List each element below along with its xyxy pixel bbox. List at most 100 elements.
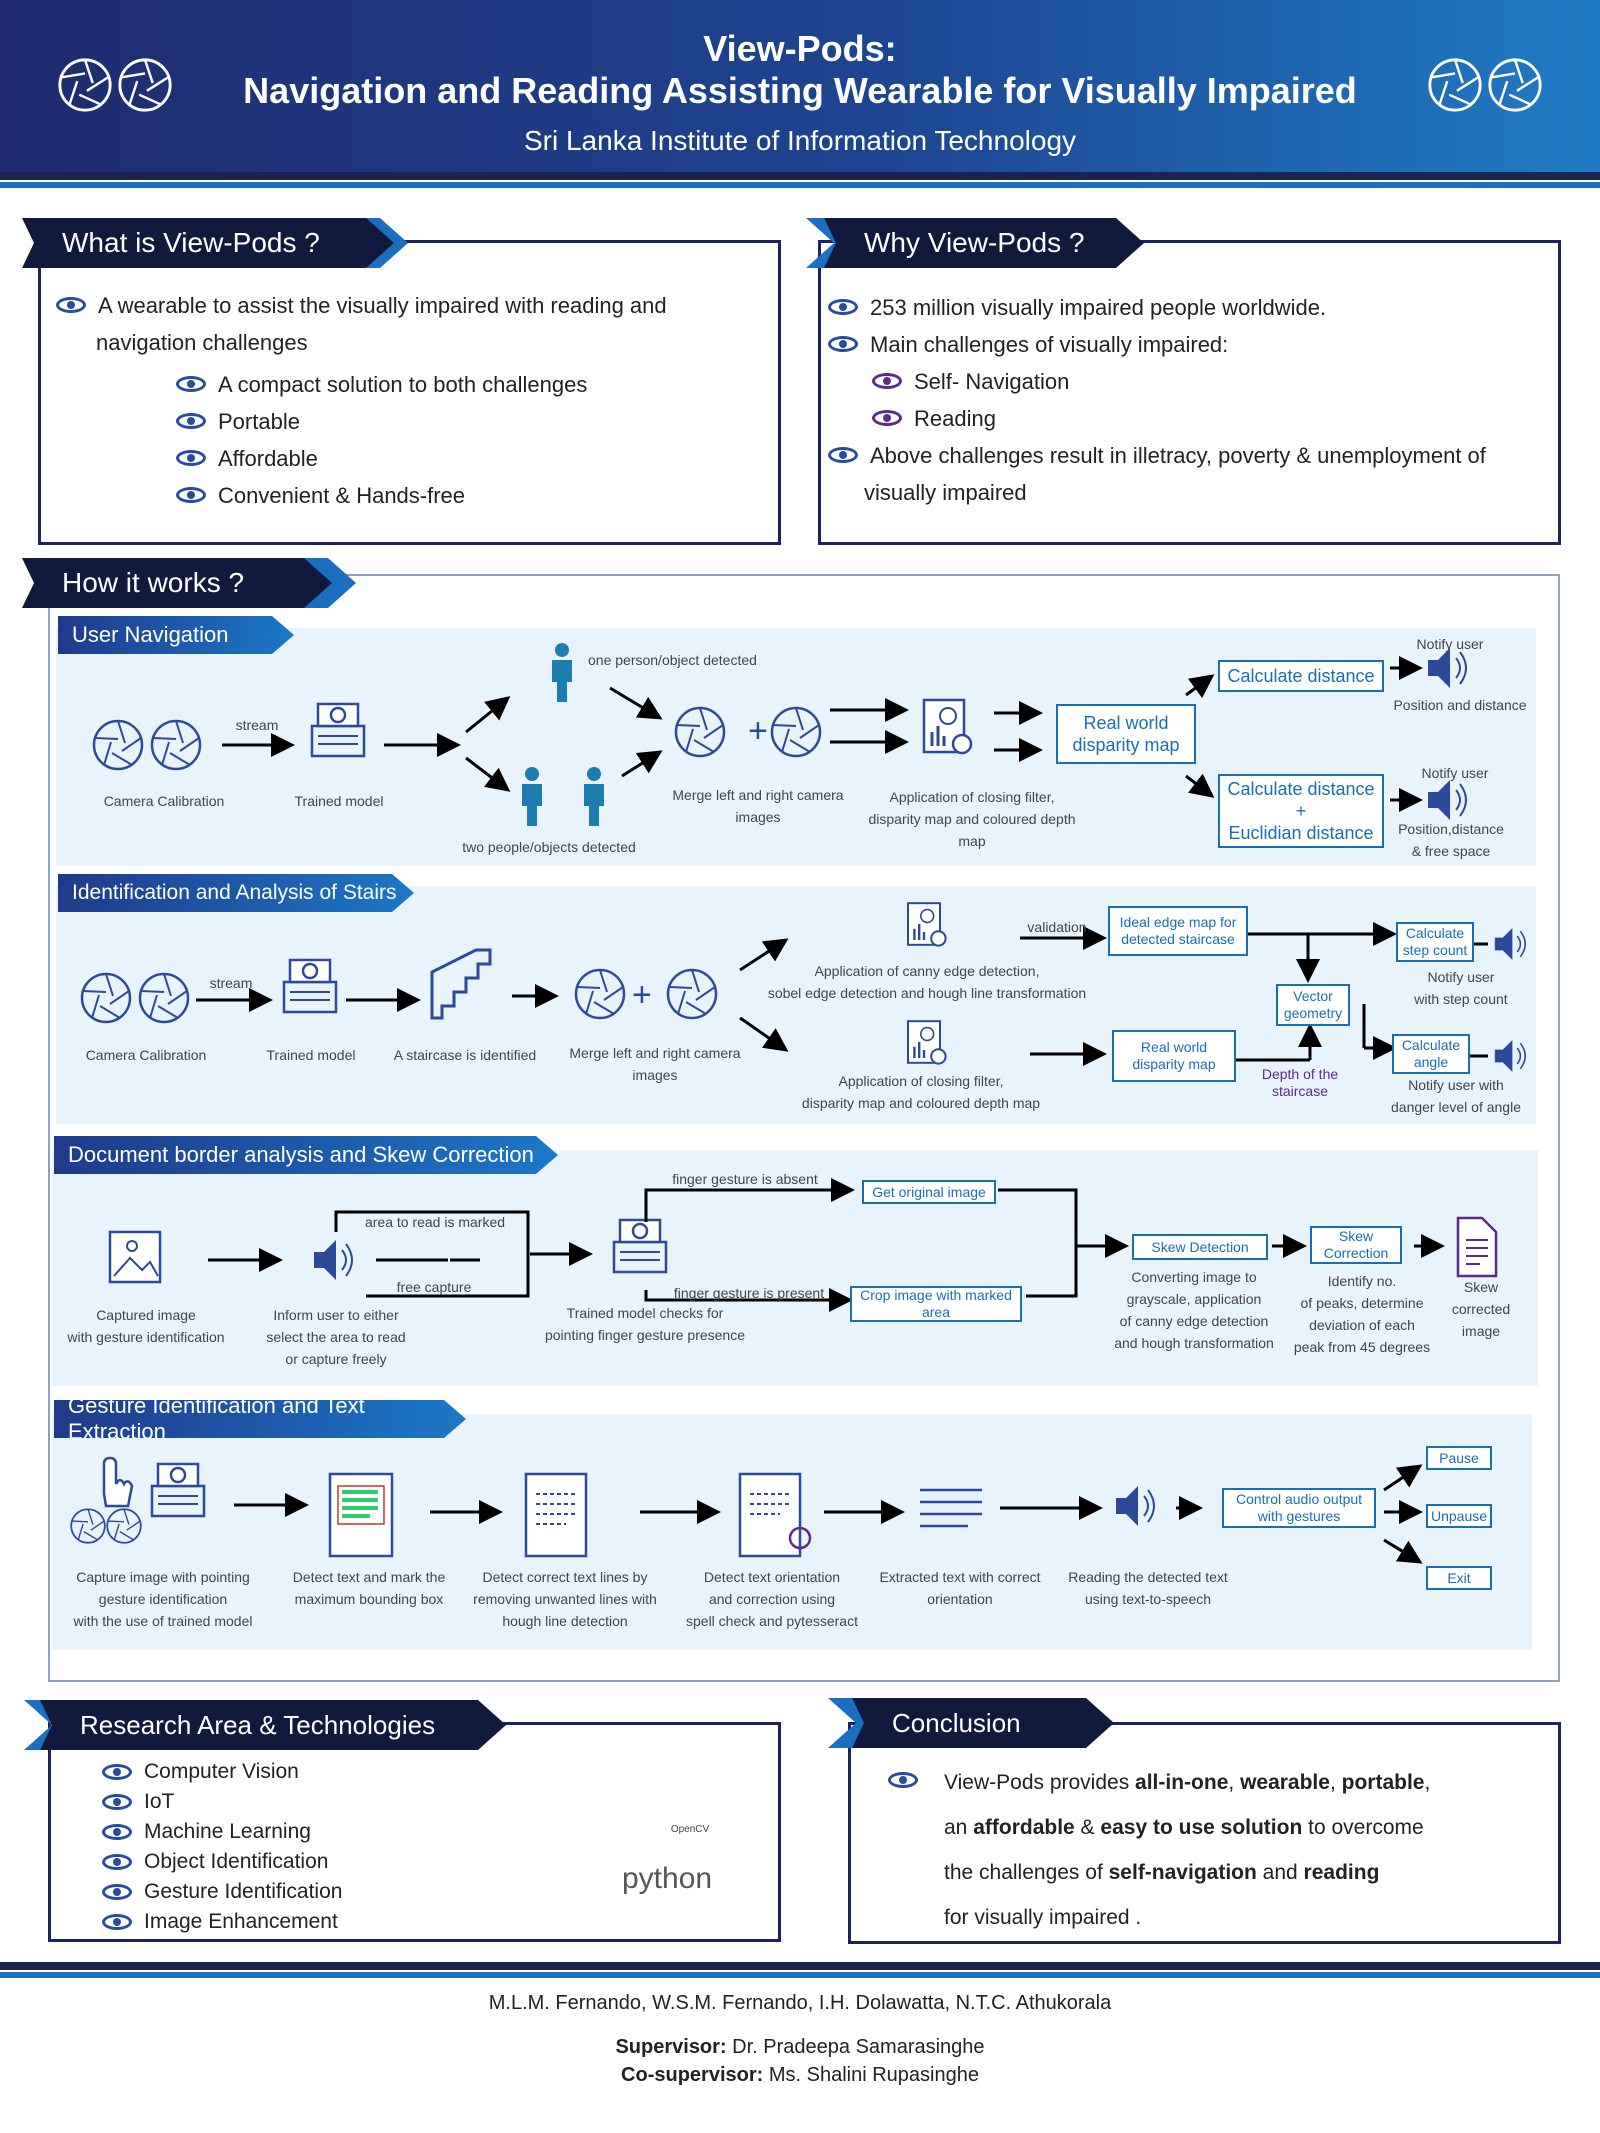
research-item: Image Enhancement xyxy=(102,1910,338,1934)
person-icon xyxy=(584,767,604,826)
two-people-label: two people/objects detected xyxy=(462,839,636,855)
gesture-subtitle: Gesture Identification and Text Extracti… xyxy=(54,1400,466,1438)
what-item: Affordable xyxy=(176,446,318,472)
conclusion-emphasis: portable xyxy=(1341,1771,1425,1794)
footer-divider xyxy=(0,1962,1600,1970)
speaker-icon xyxy=(1493,1039,1526,1073)
free-capture-label: free capture xyxy=(396,1279,472,1295)
eye-icon xyxy=(828,336,858,352)
pause-node: Pause xyxy=(1426,1446,1492,1470)
conclusion-emphasis: affordable xyxy=(973,1816,1075,1839)
institute-name: Sri Lanka Institute of Information Techn… xyxy=(523,125,1077,156)
person-icon xyxy=(552,643,572,702)
eye-icon xyxy=(176,487,206,503)
eye-icon xyxy=(102,1914,132,1930)
camera-lens-icon xyxy=(574,968,626,1020)
staircase-label: A staircase is identified xyxy=(393,1047,537,1063)
camera-lens-icon xyxy=(770,706,822,758)
conclusion-line: for visually impaired . xyxy=(944,1906,1142,1929)
get-original-node: Get original image xyxy=(862,1180,996,1204)
research-tab: Research Area & Technologies xyxy=(40,1700,506,1750)
eye-icon xyxy=(872,410,902,426)
camera-lens-icon xyxy=(70,1508,106,1544)
what-item: A wearable to assist the visually impair… xyxy=(56,293,667,319)
trained-model-label: Trained model xyxy=(266,1047,356,1063)
person-icon xyxy=(522,767,542,826)
poster-subtitle: Navigation and Reading Assisting Wearabl… xyxy=(243,70,1357,111)
why-item: Above challenges result in illetracy, po… xyxy=(828,443,1486,469)
svg-text:+: + xyxy=(632,976,652,1014)
footer-divider-accent xyxy=(0,1972,1600,1978)
camera-lens-icon xyxy=(150,719,202,771)
canny-label: Application of canny edge detection,sobe… xyxy=(767,963,1087,1001)
lens-logo-icon xyxy=(1488,58,1542,112)
header-divider xyxy=(0,172,1600,180)
research-item: Computer Vision xyxy=(102,1760,299,1784)
eye-icon xyxy=(56,297,86,313)
stairs-subtitle: Identification and Analysis of Stairs xyxy=(58,874,414,912)
research-item: Gesture Identification xyxy=(102,1880,342,1904)
camera-lens-icon xyxy=(138,972,190,1024)
why-item: Reading xyxy=(872,406,996,432)
conclusion-tab: Conclusion xyxy=(852,1698,1114,1748)
skew-detection-node: Skew Detection xyxy=(1132,1234,1268,1260)
eye-icon xyxy=(176,376,206,392)
lens-logo-icon xyxy=(1428,58,1482,112)
speaker-icon xyxy=(1493,927,1526,961)
eye-icon xyxy=(176,413,206,429)
eye-icon xyxy=(872,373,902,389)
svg-text:+: + xyxy=(748,712,768,750)
pointing-hand-icon xyxy=(102,1456,134,1508)
eye-icon xyxy=(102,1794,132,1810)
why-item: 253 million visually impaired people wor… xyxy=(828,295,1326,321)
camera-calibration-label: Camera Calibration xyxy=(103,793,225,809)
staircase-icon xyxy=(430,948,492,1020)
trained-model-icon xyxy=(612,1218,668,1274)
stream-label: stream xyxy=(209,975,253,991)
doc-subtitle: Document border analysis and Skew Correc… xyxy=(54,1136,558,1174)
lens-logo-icon xyxy=(58,58,112,112)
conclusion-emphasis: easy to use solution xyxy=(1100,1816,1303,1839)
eye-icon xyxy=(828,299,858,315)
header-banner: View-Pods: Navigation and Reading Assist… xyxy=(0,0,1600,172)
what-item: Portable xyxy=(176,409,300,435)
why-item: Main challenges of visually impaired: xyxy=(828,332,1228,358)
research-item: Object Identification xyxy=(102,1850,328,1874)
conclusion-line: View-Pods provides all-in-one, wearable,… xyxy=(944,1771,1431,1794)
camera-lens-icon xyxy=(106,1508,142,1544)
camera-lens-icon xyxy=(666,968,718,1020)
research-item: Machine Learning xyxy=(102,1820,311,1844)
eye-icon xyxy=(102,1884,132,1900)
depth-map-icon xyxy=(906,1019,947,1065)
eye-icon xyxy=(102,1854,132,1870)
authors: M.L.M. Fernando, W.S.M. Fernando, I.H. D… xyxy=(488,1992,1112,2014)
edge-map-icon xyxy=(906,902,947,947)
opencv-label: OpenCV xyxy=(670,1824,710,1835)
notify-user-label: Notify user xyxy=(1416,636,1484,652)
conclusion-text: View-Pods provides all-in-one, wearable,… xyxy=(944,1760,1544,1940)
poster-title: View-Pods: xyxy=(703,28,897,69)
camera-lens-icon xyxy=(92,719,144,771)
